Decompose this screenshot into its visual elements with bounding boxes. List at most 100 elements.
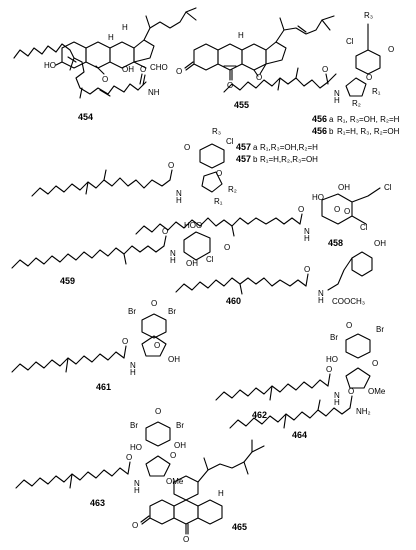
oh-461: OH: [168, 355, 180, 364]
o-454b: O: [102, 75, 108, 84]
suffix-457b: b: [253, 155, 258, 164]
nh-454: NH: [148, 88, 160, 97]
n-462: N: [334, 391, 340, 400]
cooch3-460: COOCH₃: [332, 297, 365, 306]
compound-464: O NH₂ 464: [229, 387, 371, 440]
o-462b: O: [372, 359, 378, 368]
ho-462: HO: [326, 355, 338, 364]
o-459a: O: [162, 227, 168, 236]
oh-458: OH: [338, 183, 350, 192]
label-457a: 457: [236, 142, 251, 152]
h-465: H: [218, 489, 224, 498]
n-458: N: [304, 227, 310, 236]
n-457: N: [176, 189, 182, 198]
n-456: N: [334, 89, 340, 98]
h-454a: H: [108, 33, 114, 42]
desc-457b: R₁=H,R₂,R₃=OH: [260, 155, 318, 164]
compound-459: O N H HO O O OH Cl 459: [11, 221, 230, 286]
suffix-456a: a: [329, 115, 334, 124]
oh-460: OH: [374, 239, 386, 248]
compound-457: O Cl R₃ O R₁ R₂ O N H 457 a R₁,R₃=OH,R₂=…: [31, 127, 318, 206]
o-457c: O: [168, 161, 174, 170]
o-458b: O: [334, 205, 340, 214]
ome-462: OMe: [368, 387, 386, 396]
nh2-464: NH₂: [356, 407, 371, 416]
label-465: 465: [232, 522, 247, 532]
compound-461: O N H O OH Br Br O 461: [11, 299, 180, 392]
h-462: H: [334, 398, 340, 407]
label-459: 459: [60, 276, 75, 286]
label-460: 460: [226, 296, 241, 306]
o-458c: O: [344, 207, 350, 216]
label-461: 461: [96, 382, 111, 392]
o-464: O: [348, 387, 354, 396]
compound-460: O N H OH COOCH₃ 460: [175, 239, 386, 306]
compound-458: O N H HO OH O O Cl Cl 458: [135, 183, 392, 248]
ho-454: HO: [44, 61, 56, 70]
suffix-456b: b: [329, 127, 334, 136]
label-455: 455: [234, 100, 249, 110]
desc-456a: R₁, R₃=OH, R₂=H: [337, 115, 400, 124]
cl-456: Cl: [346, 37, 354, 46]
r1-457: R₁: [214, 197, 223, 206]
o-458a: O: [298, 205, 304, 214]
o-461c: O: [151, 299, 157, 308]
compound-456: O N H R₁ R₂ O Cl R₃ O 456 a R₁, R₃=OH, R…: [223, 11, 400, 136]
o-465a: O: [132, 521, 138, 530]
o-465b: O: [183, 535, 189, 544]
o-454: O: [140, 65, 146, 74]
h-454b: H: [122, 23, 128, 32]
compound-463: O N H O OMe Br Br O HO OH 463: [15, 407, 186, 508]
r3-456: R₃: [364, 11, 373, 20]
desc-456b: R₁=H, R₃, R₂=OH: [337, 127, 400, 136]
ho-458: HO: [312, 193, 324, 202]
label-456b: 456: [312, 126, 327, 136]
o-463b: O: [170, 451, 176, 460]
label-463: 463: [90, 498, 105, 508]
h-461: H: [130, 368, 136, 377]
o-455a: O: [176, 67, 182, 76]
cl-457: Cl: [226, 137, 234, 146]
br-463b: Br: [176, 421, 184, 430]
o-459c: O: [224, 243, 230, 252]
o-461a: O: [122, 337, 128, 346]
br-462a: Br: [330, 333, 338, 342]
r3-457: R₃: [212, 127, 221, 136]
o-461b: O: [154, 341, 160, 350]
r1-456: R₁: [372, 87, 381, 96]
label-454: 454: [78, 112, 93, 122]
br-461b: Br: [168, 307, 176, 316]
o-463c: O: [155, 407, 161, 416]
n-459: N: [170, 249, 176, 258]
cl-458a: Cl: [360, 223, 368, 232]
br-461a: Br: [128, 307, 136, 316]
label-464: 464: [292, 430, 307, 440]
label-458: 458: [328, 238, 343, 248]
oh-454: OH: [122, 65, 134, 74]
compound-462: O N H O OMe Br Br O HO 462: [215, 321, 386, 420]
ho-463: HO: [130, 443, 142, 452]
r2-457: R₂: [228, 185, 237, 194]
o-463a: O: [126, 453, 132, 462]
br-463a: Br: [130, 421, 138, 430]
br-462b: Br: [376, 325, 384, 334]
o-456a: O: [322, 65, 328, 74]
h-456: H: [334, 96, 340, 105]
h-459: H: [170, 256, 176, 265]
cl-458b: Cl: [384, 183, 392, 192]
compound-465: O O H 465: [132, 439, 265, 544]
compound-454: O NH 454 O HO H OH CHO H: [13, 7, 197, 122]
label-457b: 457: [236, 154, 251, 164]
o-462c: O: [346, 321, 352, 330]
compound-455: O O O H 455: [176, 15, 335, 110]
o-456b: O: [366, 73, 372, 82]
ho-459: HO: [184, 221, 196, 230]
desc-457a: R₁,R₃=OH,R₂=H: [260, 143, 318, 152]
oh-463: OH: [174, 441, 186, 450]
label-456a: 456: [312, 114, 327, 124]
h-463: H: [134, 486, 140, 495]
o-456c: O: [388, 45, 394, 54]
n-463: N: [134, 479, 140, 488]
